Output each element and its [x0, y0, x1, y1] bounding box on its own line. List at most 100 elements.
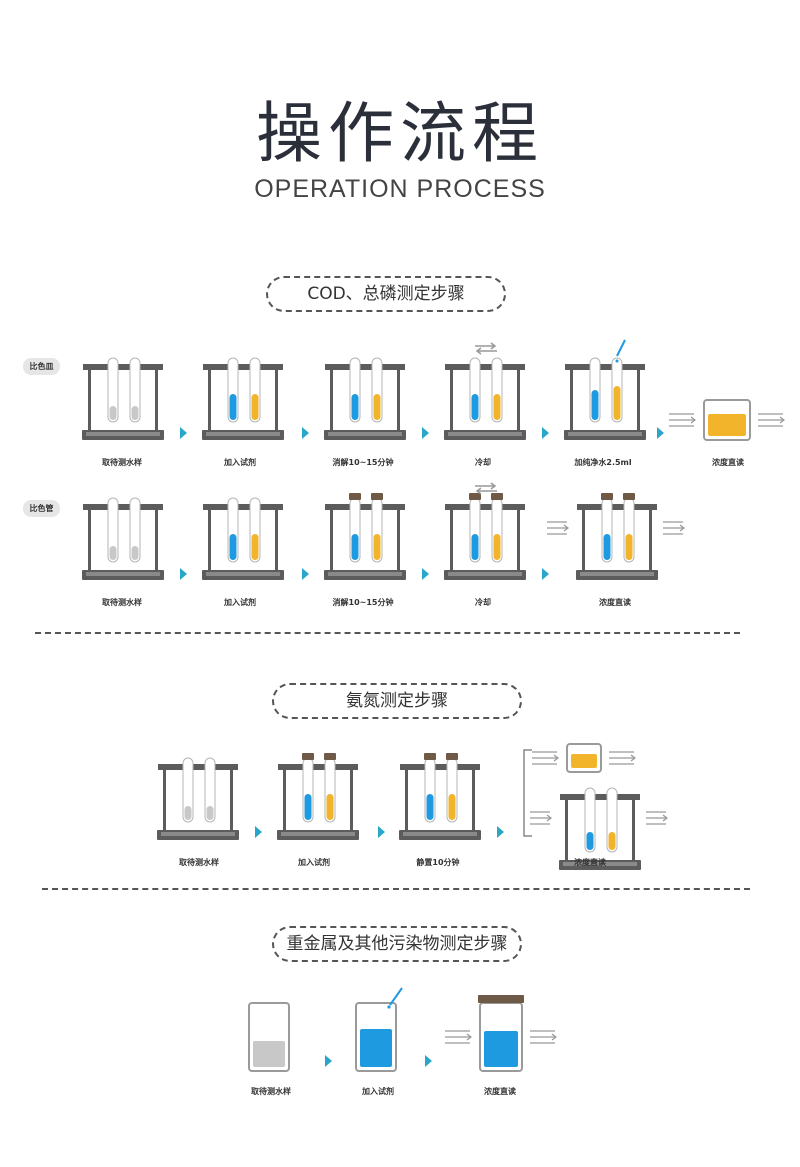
step-arrow-icon: [542, 568, 549, 580]
rack-post: [155, 364, 158, 434]
step-caption: 冷却: [475, 598, 491, 607]
cuvette-liquid: [571, 754, 597, 768]
tube-liquid: [426, 794, 434, 820]
rack-post: [208, 504, 211, 574]
rack-top-bar: [325, 364, 405, 370]
step-caption: 浓度直读: [484, 1087, 516, 1096]
step-arrow-icon: [497, 826, 504, 838]
tube-stopper: [446, 753, 458, 760]
droplet: [615, 359, 619, 363]
section-divider: [42, 888, 750, 890]
dropper-line: [389, 987, 403, 1006]
rack-top-bar: [577, 504, 657, 510]
tube-liquid: [109, 546, 117, 560]
test-tube-rack-icon: [444, 342, 526, 440]
tube-liquid: [586, 832, 594, 850]
rack-post: [637, 364, 640, 434]
tube-liquid: [373, 394, 381, 420]
step-caption: 加入试剂: [362, 1087, 394, 1096]
reading-arrow-head: [466, 1033, 472, 1041]
step-arrow-icon: [378, 826, 385, 838]
rack-base-highlight: [580, 572, 654, 576]
rack-base-highlight: [206, 572, 280, 576]
rack-top-bar: [445, 504, 525, 510]
tube-stopper: [349, 493, 361, 500]
rack-post: [88, 504, 91, 574]
step-arrow-icon: [180, 427, 187, 439]
step-caption: 浓度直读: [599, 598, 631, 607]
dropper-icon: [616, 339, 626, 357]
rack-base-highlight: [86, 432, 160, 436]
rack-post: [397, 364, 400, 434]
droplet: [387, 1005, 391, 1009]
rack-post: [582, 504, 585, 574]
rack-post: [632, 794, 635, 864]
cuvette-liquid: [484, 1031, 518, 1067]
test-tube-rack-icon: [324, 493, 406, 580]
tube-liquid: [229, 534, 237, 560]
step-arrow-icon: [425, 1055, 432, 1067]
test-tube-rack-icon: [324, 357, 406, 440]
step-caption: 浓度直读: [712, 458, 744, 467]
step-caption: 加纯净水2.5ml: [574, 458, 632, 467]
cuvette-cap: [478, 995, 524, 1003]
tube-liquid: [304, 794, 312, 820]
rack-post: [565, 794, 568, 864]
reagent-beaker-icon: [355, 1002, 397, 1072]
section-title-ammonia: 氨氮测定步骤: [272, 683, 522, 719]
tube-stopper: [601, 493, 613, 500]
step-arrow-icon: [422, 427, 429, 439]
step-caption: 取待测水样: [179, 858, 219, 867]
tube-liquid: [229, 394, 237, 420]
tube-liquid: [471, 534, 479, 560]
test-tube: [182, 757, 194, 823]
step-caption: 浓度直读: [574, 858, 606, 867]
rack-post: [405, 764, 408, 834]
rack-top-bar: [400, 764, 480, 770]
tube-liquid: [373, 534, 381, 560]
tube-stopper: [324, 753, 336, 760]
page-subtitle: OPERATION PROCESS: [254, 175, 546, 203]
cooling-arrow-head: [475, 347, 482, 355]
tube-stopper: [623, 493, 635, 500]
tube-liquid: [109, 406, 117, 420]
tube-liquid: [351, 394, 359, 420]
test-tube: [129, 497, 141, 563]
tube-stopper: [371, 493, 383, 500]
tube-liquid: [131, 546, 139, 560]
rack-post: [275, 364, 278, 434]
tube-liquid: [603, 534, 611, 560]
step-caption: 加入试剂: [298, 858, 330, 867]
step-caption: 取待测水样: [251, 1087, 291, 1096]
rack-base-highlight: [328, 572, 402, 576]
rack-post: [163, 764, 166, 834]
rack-post: [330, 504, 333, 574]
rack-base-highlight: [161, 832, 235, 836]
rack-top-bar: [158, 764, 238, 770]
test-tube-rack-icon: [399, 753, 481, 840]
rack-top-bar: [445, 364, 525, 370]
rack-post: [450, 504, 453, 574]
tube-liquid: [351, 534, 359, 560]
test-tube-rack-icon: [530, 787, 668, 870]
step-caption: 加入试剂: [224, 598, 256, 607]
rack-top-bar: [278, 764, 358, 770]
reading-arrow-head: [553, 754, 559, 762]
rack-post: [517, 364, 520, 434]
rack-post: [649, 504, 652, 574]
test-tube-rack-icon: [277, 753, 359, 840]
reading-arrow-head: [690, 416, 696, 424]
rack-base-highlight: [568, 432, 642, 436]
rack-top-bar: [83, 504, 163, 510]
rack-top-bar: [325, 504, 405, 510]
rack-post: [450, 364, 453, 434]
rack-post: [155, 504, 158, 574]
rack-top-bar: [83, 364, 163, 370]
tube-liquid: [326, 794, 334, 820]
tube-liquid: [251, 394, 259, 420]
cuvette-liquid: [708, 414, 746, 436]
cooling-arrow-head: [475, 487, 482, 495]
rack-post: [283, 764, 286, 834]
tube-liquid: [625, 534, 633, 560]
row-badge-cuvette: 比色皿: [23, 358, 60, 375]
